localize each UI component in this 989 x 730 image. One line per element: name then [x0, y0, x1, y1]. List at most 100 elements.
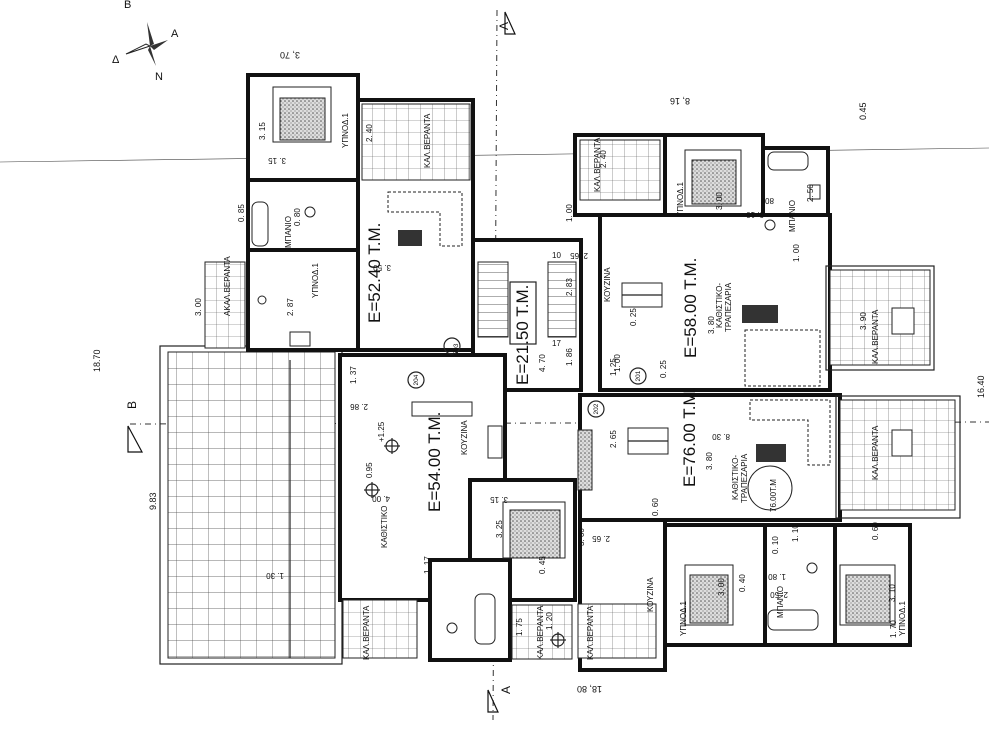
dim-265c: 2. 65 [592, 534, 610, 543]
section-label-a-top: A [497, 22, 511, 30]
dim-120: 1. 20 [545, 612, 554, 630]
room-ypnod-tl: ΥΠΝΟΔ.1 [341, 112, 350, 148]
dim-315a: 3. 15 [258, 122, 267, 140]
dim-137: 1. 37 [349, 366, 358, 384]
dim-095: 0.95 [365, 462, 374, 478]
dim-045: 0. 45 [538, 556, 547, 574]
compass-rose: B A N Δ [112, 0, 179, 83]
compass-north-up: B [124, 0, 131, 11]
room-trapezaria-tr: ΤΡΑΠΕΖΑΡΙΑ [724, 282, 733, 332]
room-ypnod-tr: ΥΠΝΟΔ.1 [676, 181, 685, 217]
section-marker-b: B [125, 401, 144, 453]
dim-250b: 2. 50 [770, 590, 788, 599]
room-kal-verant-2: ΚΑΛ.ΒΕΡΑΝΤΑ [593, 137, 602, 192]
dim-240b: 2. 40 [599, 150, 608, 168]
dim-180: 1. 80 [768, 572, 786, 581]
room-kal-verant-3: ΚΑΛ.ΒΕΡΑΝΤΑ [871, 309, 880, 364]
room-kal-verant-6: ΚΑΛ.ΒΕΡΑΝΤΑ [586, 605, 595, 660]
dim-100b: 1. 00 [792, 244, 801, 262]
room-kouzina-tr: ΚΟΥΖΙΝΑ [603, 267, 612, 302]
inner-dimensions: 3. 15 3. 15 2. 40 0. 85 0. 80 2. 87 3. 5… [194, 122, 898, 638]
area-apt-bottom-right: E=76.00 T.M. [680, 387, 699, 487]
area-apt-top-left: E=52.40 T.M. [365, 223, 384, 323]
dim-300: 3. 00 [194, 298, 203, 316]
dim-400: 4. 00 [372, 494, 390, 503]
compass-west: Δ [112, 54, 120, 66]
dim-right: 16.40 [976, 375, 986, 398]
large-terrace [167, 351, 336, 659]
section-marker-a-bottom: A [487, 686, 513, 713]
room-labels: ΥΠΝΟΔ.1 ΚΑΛ.ΒΕΡΑΝΤΑ ΜΠΑΝΙΟ ΥΠΝΟΔ.1 ΑΚΑΛ.… [223, 112, 907, 660]
room-mpanio-tl: ΜΠΑΝΙΟ [284, 216, 293, 248]
dim-310: 3. 10 [888, 584, 897, 602]
door-204: 204 [413, 374, 420, 385]
compass-east: A [171, 28, 179, 40]
dim-470: 4. 70 [538, 354, 547, 372]
room-mpanio-tr: ΜΠΑΝΙΟ [788, 200, 797, 232]
dim-380a: 3. 80 [707, 316, 716, 334]
dim-075: 1. 75 [515, 618, 524, 636]
dim-117: 1. 17 [423, 556, 432, 574]
room-mpanio-br: ΜΠΑΝΙΟ [776, 586, 785, 618]
dim-287: 2. 87 [286, 298, 295, 316]
area-stair: E=21.50 T.M. [513, 285, 532, 385]
dim-130: 1. 30 [266, 571, 284, 580]
dim-240a: 2. 40 [365, 124, 374, 142]
section-label-b: B [125, 401, 139, 409]
dim-186: 1. 86 [565, 348, 574, 366]
dim-right-top: 0.45 [858, 102, 868, 120]
door-203: 203 [453, 343, 460, 354]
area-apt-bottom-left: E=54.00 T.M. [425, 412, 444, 512]
dim-010: 0. 10 [746, 210, 764, 219]
dim-060b: 0. 60 [871, 522, 880, 540]
room-kal-verant-1: ΚΑΛ.ΒΕΡΑΝΤΑ [423, 113, 432, 168]
dim-830: 8. 30 [712, 432, 730, 441]
room-table-area: 76.00Τ.Μ [769, 479, 778, 512]
room-kal-verant-7: ΚΑΛ.ΒΕΡΑΝΤΑ [871, 425, 880, 480]
dim-300c: 3. 00 [717, 578, 726, 596]
room-ypnod-br1: ΥΠΝΟΔ.1 [679, 600, 688, 636]
dim-100a: 1. 00 [565, 204, 574, 222]
dim-125: +1.25 [377, 421, 386, 442]
dim-080b: 80 [765, 196, 774, 205]
dim-315b: 3. 15 [268, 156, 286, 165]
room-kathistiko-br: ΚΑΘΙΣΤΙΚΟ- [731, 455, 740, 500]
room-kathistiko-bl: ΚΑΘΙΣΤΙΚΟ [380, 506, 389, 548]
dim-025a: 0. 25 [629, 308, 638, 326]
apt-top-right [573, 133, 935, 392]
top-ref-line [0, 147, 989, 163]
dim-100c: 1. 00 [613, 354, 622, 372]
dim-040: 0. 40 [738, 574, 747, 592]
room-akal-verant: ΑΚΑΛ.ΒΕΡΑΝΤΑ [223, 256, 232, 316]
apt-top-left [204, 73, 475, 352]
dim-110: 1. 10 [791, 524, 800, 542]
dim-390: 3. 90 [859, 312, 868, 330]
dim-350: 3. 50 [373, 263, 391, 272]
dim-300b: 3. 00 [715, 192, 724, 210]
dim-286: 2. 86 [350, 402, 368, 411]
compass-north: N [155, 71, 163, 83]
room-trapezaria-br: ΤΡΑΠΕΖΑΡΙΑ [740, 453, 749, 503]
dim-265b: 2. 65 [609, 430, 618, 448]
section-label-a-bottom: A [499, 686, 513, 694]
dim-283: 2. 83 [565, 278, 574, 296]
dim-265a: 2. 65 [570, 251, 588, 260]
dim-170: 1. 70 [889, 620, 898, 638]
door-202: 202 [593, 403, 600, 414]
room-kathistiko-tr: ΚΑΘΙΣΤΙΚΟ- [715, 283, 724, 328]
num-17: 17 [552, 339, 561, 348]
dim-315c: 3. 15 [490, 495, 508, 504]
dim-380b: 3. 80 [705, 452, 714, 470]
apt-bottom-right [577, 393, 961, 672]
dim-025b: 0. 25 [659, 360, 668, 378]
level-markers [364, 438, 566, 648]
num-10: 10 [552, 251, 561, 260]
dim-left: 18.70 [92, 349, 102, 372]
room-kouzina-bl: ΚΟΥΖΙΝΑ [460, 420, 469, 455]
apt-bottom-left [338, 353, 577, 662]
dim-top: 3, 70 [280, 50, 300, 60]
dim-250: 2. 50 [806, 184, 815, 202]
dim-125b: 1. 25 [609, 358, 618, 376]
room-kal-verant-4: ΚΑΛ.ΒΕΡΑΝΤΑ [362, 605, 371, 660]
